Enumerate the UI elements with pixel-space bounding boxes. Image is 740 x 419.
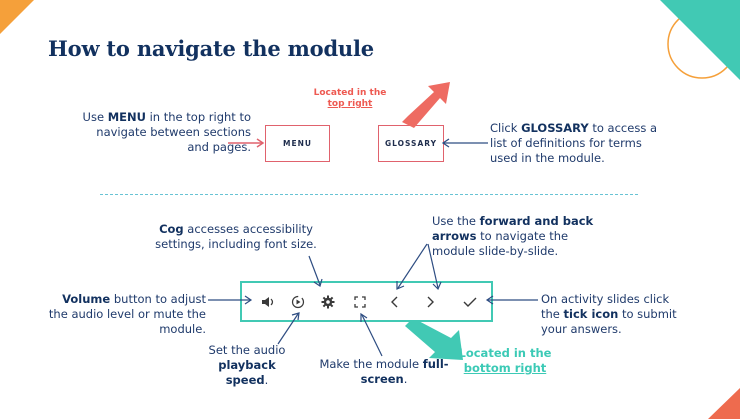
volume-icon[interactable] [258,291,278,313]
fullscreen-description: Make the module full-screen. [319,357,449,386]
tick-description: On activity slides click the tick icon t… [541,292,677,336]
speed-description: Set the audio playback speed. [208,343,286,387]
corner-decoration-top-right [660,0,740,80]
corner-decoration-bottom-right [708,388,740,419]
cog-description: Cog accesses accessibility settings, inc… [155,222,317,251]
playback-speed-icon[interactable] [288,291,308,313]
back-arrow-icon[interactable] [385,291,405,313]
arrows-description: Use the forward and back arrows to navig… [432,214,594,258]
cog-icon[interactable] [318,291,338,313]
glossary-description: Click GLOSSARY to access a list of defin… [490,121,658,165]
glossary-pointer [441,138,488,148]
section-divider [100,194,638,195]
menu-description: Use MENU in the top right to navigate be… [82,110,251,154]
corner-decoration-top-left [0,0,34,34]
menu-pointer [228,138,265,148]
fullscreen-icon[interactable] [350,291,370,313]
page-title: How to navigate the module [48,36,374,61]
top-right-pointer-arrow [402,82,450,128]
player-toolbar [240,281,493,322]
menu-button[interactable]: MENU [265,125,330,162]
bottom-right-pointer-arrow [405,318,463,360]
volume-description: Volume button to adjust the audio level … [48,292,206,336]
tick-icon[interactable] [460,291,480,313]
forward-arrow-icon[interactable] [420,291,440,313]
